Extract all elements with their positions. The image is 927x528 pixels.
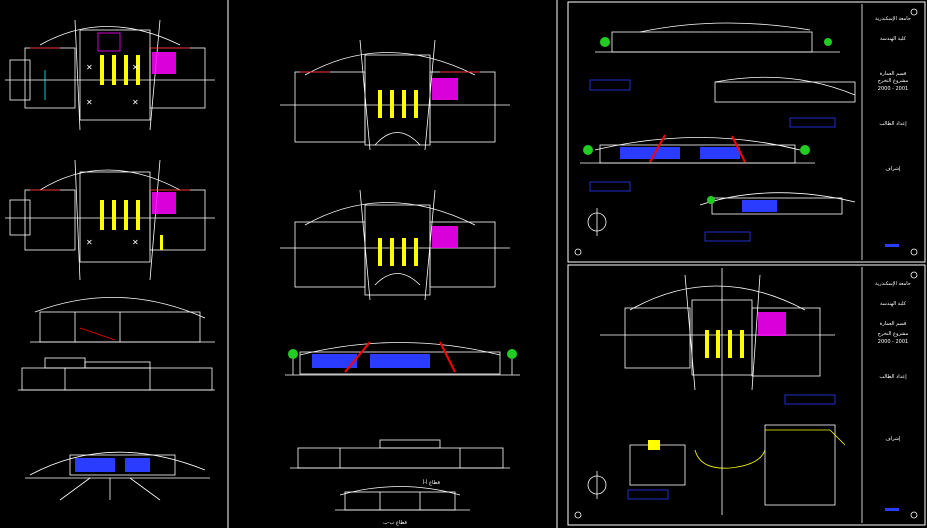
elevation-middle-1 <box>285 341 520 376</box>
title-block-bottom-line-7: إشراف <box>886 436 902 442</box>
title-block-top-line-7: إشراف <box>886 166 902 172</box>
sheet-top-right <box>574 4 918 260</box>
svg-text:✕: ✕ <box>132 63 139 72</box>
floor-plan-1: ✕ ✕ ✕ ✕ <box>5 19 215 131</box>
svg-text:✕: ✕ <box>86 63 93 72</box>
title-block-top-line-1: جامعة الإسكندرية <box>875 16 911 22</box>
title-block-bottom-line-4: مشروع التخرج <box>878 331 909 337</box>
title-block-top-line-6: إعداد الطالب <box>879 121 907 127</box>
floor-plan-4 <box>280 189 510 301</box>
title-block-bottom-line-2: كلية الهندسة <box>880 301 907 307</box>
title-block-bottom-line-1: جامعة الإسكندرية <box>875 281 911 287</box>
elevation-left-3 <box>25 451 210 501</box>
svg-text:✕: ✕ <box>132 98 139 107</box>
svg-text:✕: ✕ <box>86 238 93 247</box>
elevation-left-1 <box>30 297 215 343</box>
sheet-bottom-right <box>574 267 918 523</box>
title-block-top-line-4: مشروع التخرج <box>878 78 909 84</box>
sheet-borders <box>227 0 926 528</box>
title-block-top-line-2: كلية الهندسة <box>880 36 907 42</box>
elevation-middle-2 <box>290 439 510 469</box>
section-label-b: قطاع ب-ب <box>383 520 407 526</box>
title-block-bottom: جامعة الإسكندرية كلية الهندسة قسم العمار… <box>875 281 911 511</box>
elevation-left-2 <box>18 357 215 391</box>
title-block-bottom-line-5: 2000 - 2001 <box>878 339 908 345</box>
title-block-top-line-3: قسم العمارة <box>880 71 907 77</box>
title-block-bottom-line-6: إعداد الطالب <box>879 374 907 380</box>
title-block-top-line-5: 2000 - 2001 <box>878 86 908 92</box>
svg-text:✕: ✕ <box>86 98 93 107</box>
title-block-bottom-line-3: قسم العمارة <box>880 321 907 327</box>
floor-plan-2: ✕✕ <box>5 159 215 281</box>
section-label-a: قطاع أ-أ <box>423 479 441 486</box>
title-block-top: جامعة الإسكندرية كلية الهندسة قسم العمار… <box>875 16 911 247</box>
svg-text:✕: ✕ <box>132 238 139 247</box>
elevation-middle-3 <box>335 486 470 511</box>
floor-plan-3 <box>280 39 510 151</box>
